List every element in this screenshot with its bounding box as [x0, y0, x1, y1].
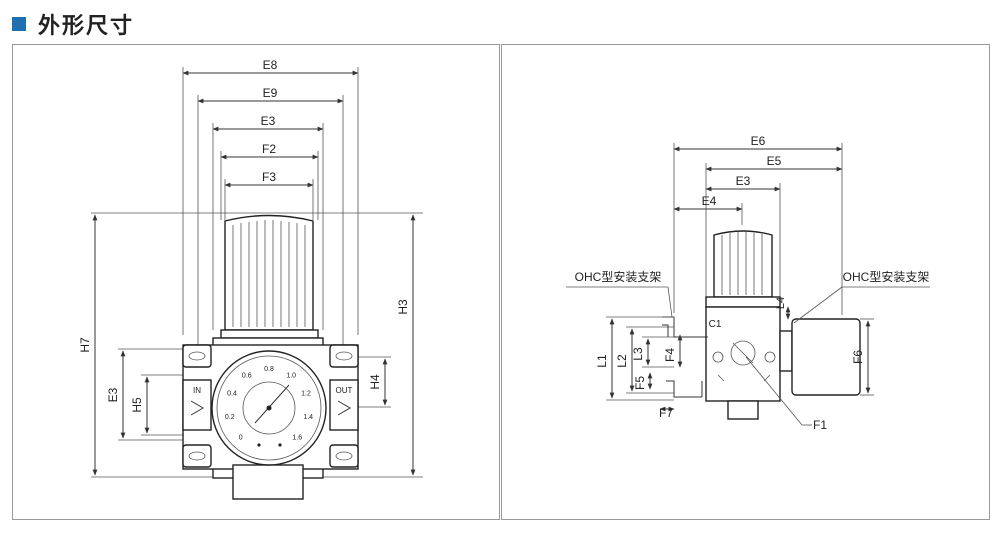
dim-l3-label: L3 — [631, 347, 645, 361]
dim-h4-label: H4 — [368, 374, 382, 390]
side-left-dimension-lines — [606, 316, 683, 412]
dim-f5-label: F5 — [633, 376, 647, 390]
gauge-scale-labels: 0 0.2 0.4 0.6 0.8 1.0 1.2 1.4 1.6 — [225, 366, 313, 441]
adjust-knob — [220, 214, 319, 339]
side-top-dimension-lines — [673, 143, 843, 315]
port-in-label: IN — [193, 386, 201, 395]
dim-e5-label: E5 — [767, 154, 782, 168]
dim-f1-label: F1 — [813, 418, 827, 432]
section-title: 外形尺寸 — [38, 13, 135, 38]
pressure-gauge — [211, 350, 327, 466]
side-regulator-body — [662, 306, 861, 420]
dim-c1-label: C1 — [709, 319, 722, 330]
dim-e3-side-view-label: E3 — [736, 174, 751, 188]
header-square-icon — [12, 17, 26, 31]
side-adjust-knob — [705, 230, 781, 308]
dim-e3-label: E3 — [261, 114, 276, 128]
gauge-scale-label: 0 — [239, 434, 243, 441]
side-right-dimension-lines — [785, 306, 874, 396]
dim-f2-label: F2 — [262, 142, 276, 156]
dim-e8-label: E8 — [263, 58, 278, 72]
dim-l1-label: L1 — [595, 354, 609, 368]
leader-lines — [566, 286, 930, 426]
port-out-label: OUT — [336, 386, 353, 395]
dim-f4-label: F4 — [663, 348, 677, 362]
bracket-left-label: OHC型安装支架 — [575, 269, 662, 284]
dim-f3-label: F3 — [262, 170, 276, 184]
side-view-drawing: E6 E5 E3 E4 — [566, 134, 930, 432]
bracket-right-label: OHC型安装支架 — [843, 269, 930, 284]
gauge-scale-label: 0.4 — [227, 391, 237, 398]
front-view-drawing: E8 E9 E3 F2 F3 H7 H3 E3 H5 H4 — [78, 58, 423, 500]
gauge-scale-label: 0.6 — [242, 373, 252, 380]
dim-h5-label: H5 — [130, 397, 144, 413]
gauge-scale-label: 1.2 — [301, 391, 311, 398]
dim-h7-label: H7 — [78, 337, 92, 353]
front-view-panel: E8 E9 E3 F2 F3 H7 H3 E3 H5 H4 — [12, 44, 500, 520]
dim-e6-label: E6 — [751, 134, 766, 148]
dim-e4-label: E4 — [702, 194, 717, 208]
dim-h3-label: H3 — [396, 299, 410, 315]
gauge-scale-label: 1.0 — [286, 373, 296, 380]
section-header: 外形尺寸 — [12, 8, 134, 40]
side-view-panel: E6 E5 E3 E4 — [501, 44, 990, 520]
gauge-scale-label: 0.2 — [225, 414, 235, 421]
dim-e3-side-label: E3 — [106, 387, 120, 402]
dim-l4-label: L4 — [775, 297, 787, 309]
dim-l2-label: L2 — [615, 354, 629, 368]
dim-f6-label: F6 — [851, 350, 865, 364]
dim-f7-label: F7 — [659, 406, 673, 420]
dim-e9-label: E9 — [263, 86, 278, 100]
gauge-scale-label: 1.6 — [292, 434, 302, 441]
gauge-scale-label: 1.4 — [303, 414, 313, 421]
gauge-scale-label: 0.8 — [264, 366, 274, 373]
